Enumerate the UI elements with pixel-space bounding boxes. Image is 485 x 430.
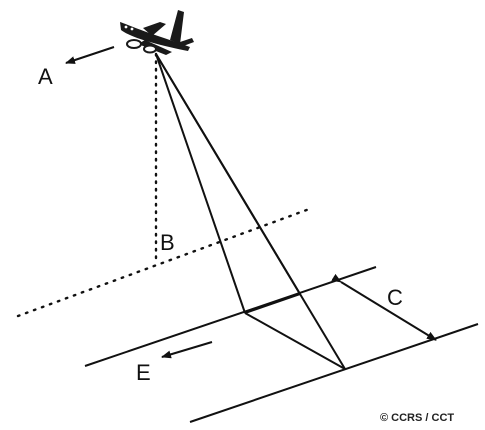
beam-near-ray (155, 53, 246, 314)
ground-track-line (16, 206, 314, 318)
footprint-slant-line (244, 293, 301, 314)
label-c: C (387, 285, 403, 310)
label-e: E (136, 360, 151, 385)
airplane-icon (120, 10, 194, 55)
beam-mid-ray (155, 53, 301, 295)
flight-direction-arrow (65, 46, 115, 64)
swath-width-arrow (331, 273, 437, 341)
label-a: A (38, 64, 53, 89)
footprint-cross-line (244, 312, 346, 370)
swath-near-edge (84, 266, 377, 367)
copyright-credit: © CCRS / CCT (380, 412, 454, 424)
label-b: B (160, 230, 175, 255)
along-track-arrow (161, 341, 213, 359)
